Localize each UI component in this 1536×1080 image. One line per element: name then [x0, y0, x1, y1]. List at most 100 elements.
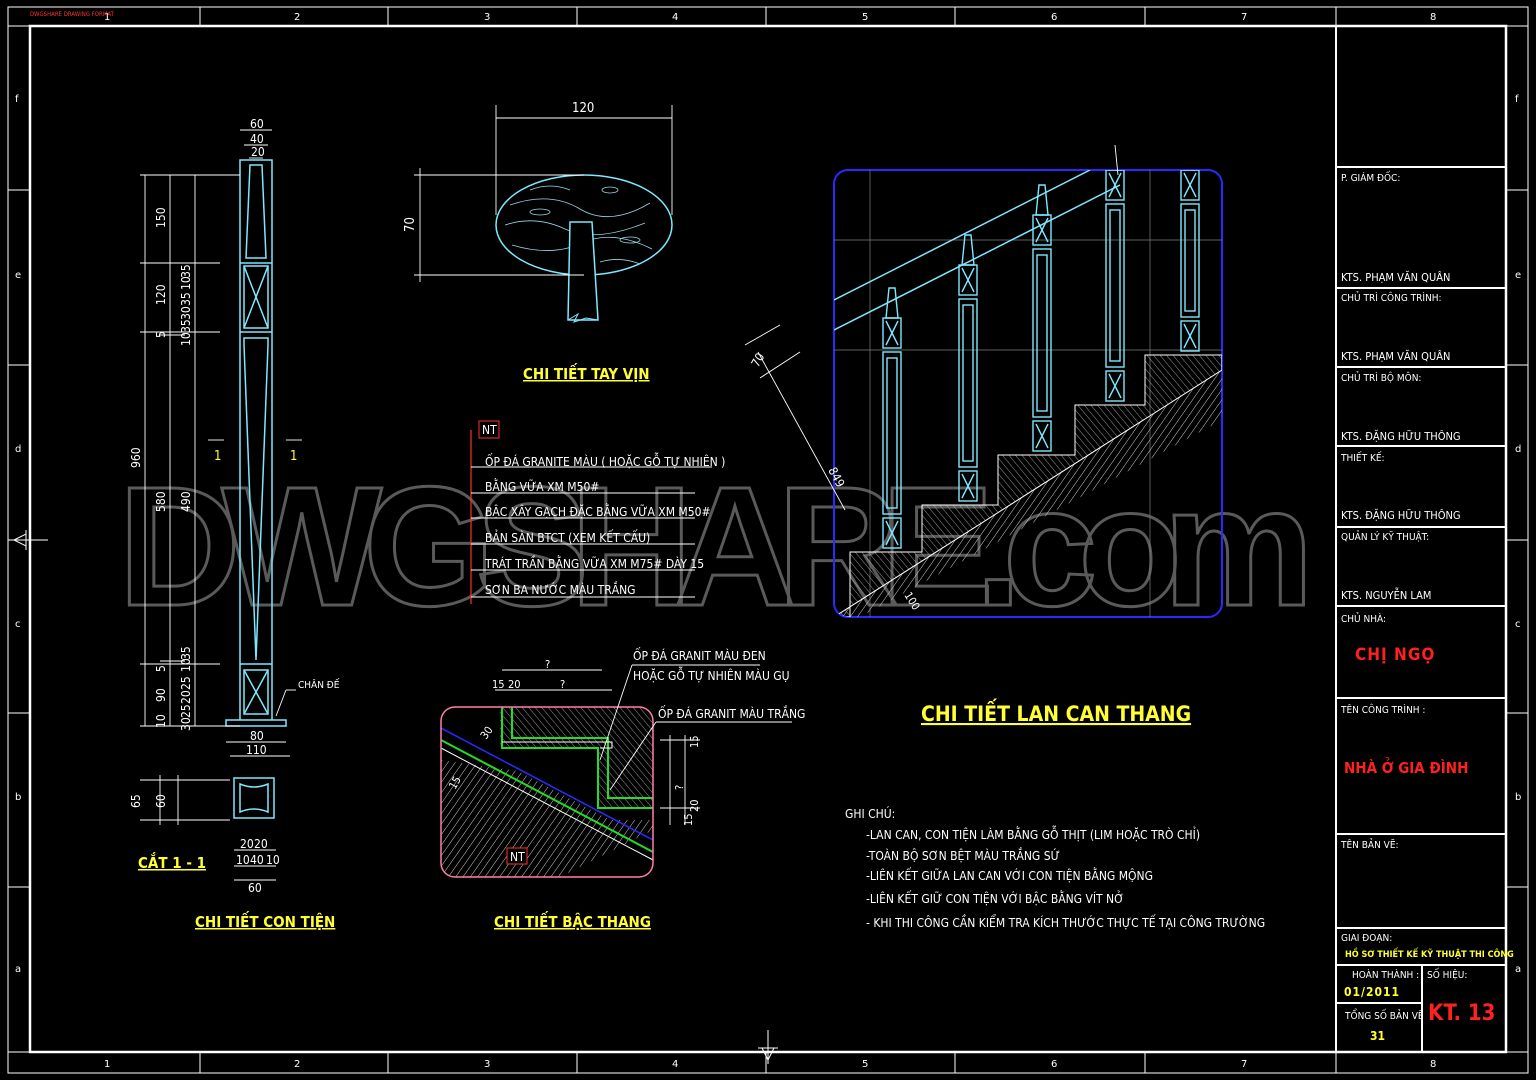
layer-tag: NT	[482, 423, 497, 437]
dim-label: 30	[179, 306, 193, 320]
dim-label: 20	[251, 145, 265, 159]
railing-elevation: 70 849 100 CHI TIẾT LAN CAN THANG	[744, 144, 1223, 726]
dim-label: 15	[688, 735, 701, 748]
dim-label: 10	[179, 332, 193, 346]
dim-label: 10	[179, 276, 193, 290]
tb-name: KTS. PHẠM VĂN QUÂN	[1341, 350, 1450, 363]
dim-label: 15	[682, 813, 695, 826]
dim-label: 580	[154, 491, 168, 512]
tb-label: TÊN BẢN VẼ:	[1340, 837, 1399, 851]
dim-label: 490	[179, 491, 193, 512]
dim-label: ?	[673, 785, 686, 790]
grid-row-label: d	[15, 444, 21, 455]
handrail-detail: 120 70 CHI TIẾT TAY VỊN	[403, 101, 673, 383]
dim-label: 70	[748, 350, 767, 369]
grid-row-label: f	[1515, 94, 1519, 105]
total-value: 31	[1370, 1029, 1385, 1043]
dim-label: 10	[154, 714, 168, 728]
dim-label: 30	[478, 724, 496, 742]
center-mark-left-icon	[10, 530, 48, 550]
grid-column-label: 1	[104, 12, 110, 23]
base-label: CHÂN ĐẾ	[298, 677, 340, 691]
baluster-post	[1032, 184, 1052, 452]
dim-label: 40	[250, 853, 264, 867]
dim-label: 20	[688, 799, 701, 812]
dim-label: 20	[240, 837, 254, 851]
dim-label: 5	[154, 331, 168, 338]
notes: GHI CHÚ: -LAN CAN, CON TIỆN LÀM BẰNG GỖ …	[845, 806, 1265, 930]
tb-name: KTS. NGUYỄN LAM	[1341, 587, 1431, 602]
dim-label: 35	[179, 646, 193, 660]
dim-label: 60	[250, 117, 264, 131]
grid-column-label: 4	[672, 12, 678, 23]
layer-item: ỐP ĐÁ GRANITE MÀU ( HOẶC GỖ TỰ NHIÊN )	[485, 452, 725, 469]
layer-item: BẬC XÂY GẠCH ĐẶC BẰNG VỮA XM M50#	[485, 503, 711, 519]
title-block: P. GIÁM ĐỐC: KTS. PHẠM VĂN QUÂN CHỦ TRÌ …	[1335, 26, 1514, 1052]
tb-label: P. GIÁM ĐỐC:	[1341, 170, 1400, 184]
layer-item: SƠN BA NƯỚC MÀU TRẮNG	[485, 581, 636, 597]
watermark: DWGSHARE.com	[118, 452, 1318, 642]
dim-label: 35	[179, 292, 193, 306]
dim-label: 20	[179, 690, 193, 704]
grid-column-label: 3	[484, 1059, 490, 1070]
corner-text: DWGSHARE DRAWING FORMAT	[30, 11, 115, 18]
grid-column-label: 3	[484, 12, 490, 23]
dim-label: ?	[560, 678, 565, 691]
note-item: - KHI THI CÔNG CẦN KIỂM TRA KÍCH THƯỚC T…	[866, 914, 1265, 930]
note-item: -TOÀN BỘ SƠN BỆT MÀU TRẮNG SỨ	[866, 847, 1060, 863]
grid-row-label: e	[15, 270, 21, 281]
tb-name: KTS. ĐẶNG HỮU THÔNG	[1341, 430, 1461, 443]
dim-label: 40	[250, 132, 264, 146]
tb-label: GIAI ĐOẠN:	[1341, 933, 1392, 944]
layer-item: BẢN SÀN BTCT (XEM KẾT CẤU)	[485, 529, 650, 545]
tb-label: CHỦ NHÀ:	[1341, 611, 1386, 625]
dim-label: 70	[403, 217, 418, 232]
dim-label: 60	[154, 794, 168, 808]
grid-column-label: 2	[294, 1059, 300, 1070]
handrail-title: CHI TIẾT TAY VỊN	[523, 362, 650, 383]
note-item: -LIÊN KẾT GIỮ CON TIỆN VỚI BẬC BẰNG VÍT …	[866, 890, 1124, 906]
step-label: ỐP ĐÁ GRANIT MÀU TRẮNG	[658, 705, 805, 721]
tb-label: TÊN CÔNG TRÌNH :	[1340, 703, 1425, 716]
note-item: -LIÊN KẾT GIỮA LAN CAN VỚI CON TIỆN BẰNG…	[866, 867, 1153, 883]
dim-label: 120	[572, 101, 594, 116]
dim-label: 5	[154, 665, 168, 672]
dim-label: 30	[179, 717, 193, 731]
grid-row-label: a	[1515, 964, 1521, 975]
grid-row-label: b	[1515, 792, 1521, 803]
dim-label: 25	[179, 676, 193, 690]
dim-label: 10	[179, 658, 193, 672]
dim-label: 960	[129, 447, 143, 468]
tb-label: SỐ HIỆU:	[1427, 967, 1467, 981]
step-tag: NT	[510, 850, 525, 864]
sheet-number: KT. 13	[1428, 1001, 1495, 1026]
grid-column-label: 6	[1051, 1059, 1057, 1070]
railing-title: CHI TIẾT LAN CAN THANG	[921, 698, 1191, 726]
note-item: -LAN CAN, CON TIỆN LÀM BẰNG GỖ THỊT (LIM…	[866, 825, 1200, 842]
layer-item: TRÁT TRẦN BẰNG VỮA XM M75# DÀY 15	[484, 555, 704, 571]
grid-row-label: f	[15, 94, 19, 105]
dim-label: 25	[179, 704, 193, 718]
dim-label: 90	[154, 688, 168, 702]
grid-column-label: 5	[862, 1059, 868, 1070]
owner-name: CHỊ NGỌ	[1355, 645, 1435, 665]
baluster-post	[958, 234, 978, 502]
tb-label: CHỦ TRÌ CÔNG TRÌNH:	[1341, 290, 1442, 304]
grid-column-label: 7	[1241, 1059, 1247, 1070]
project-name: NHÀ Ở GIA ĐÌNH	[1344, 756, 1468, 777]
dim-label: 10	[266, 853, 280, 867]
grid-row-label: c	[1515, 619, 1521, 630]
grid-row-label: a	[15, 964, 21, 975]
grid-column-label: 1	[104, 1059, 110, 1070]
grid-row-label: b	[15, 792, 21, 803]
step-detail: NT 15 20 ? ? 30 ? 15 20 15 15 ỐP ĐÁ GRAN…	[440, 647, 805, 931]
dim-label: 35	[179, 264, 193, 278]
tb-label: THIẾT KẾ:	[1340, 450, 1385, 464]
baluster-post	[882, 287, 902, 549]
tb-name: KTS. PHẠM VĂN QUÂN	[1341, 271, 1450, 284]
dim-label: 10	[236, 853, 250, 867]
dim-label: 15	[492, 678, 505, 691]
